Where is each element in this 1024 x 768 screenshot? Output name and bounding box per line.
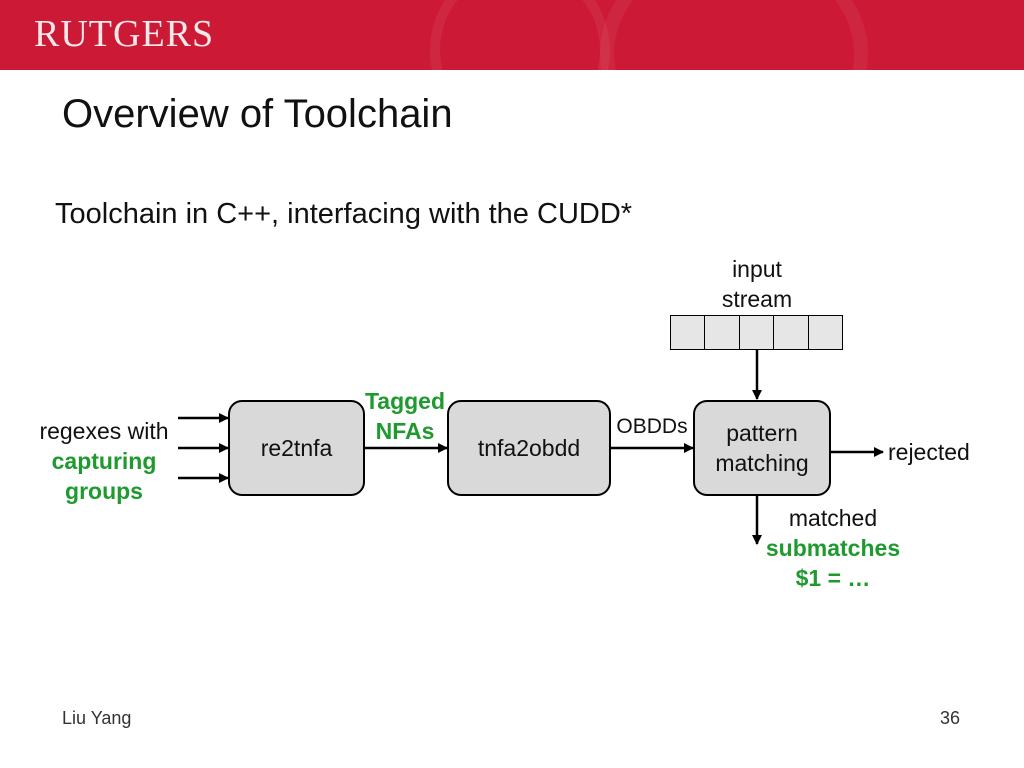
page-number: 36 <box>940 708 961 728</box>
footer-author: Liu Yang <box>62 708 132 728</box>
input-label-capturing: capturing <box>51 448 157 474</box>
submatch-value-label: $1 = … <box>795 565 871 591</box>
slide-title: Overview of Toolchain <box>62 92 453 136</box>
obdds-label: OBDDs <box>616 415 688 438</box>
re2tnfa-label: re2tnfa <box>260 435 333 461</box>
slide-subtitle: Toolchain in C++, interfacing with the C… <box>55 198 633 230</box>
stream-cell <box>808 316 843 349</box>
input-label-regexes: regexes with <box>39 418 169 444</box>
rejected-label: rejected <box>888 439 970 465</box>
tagged-label: Tagged <box>364 388 446 414</box>
rutgers-logo: RUTGERS <box>34 13 215 55</box>
matched-label: matched <box>788 505 878 531</box>
re2tnfa-box: re2tnfa <box>228 400 365 496</box>
input-stream-label-1: input <box>732 256 782 282</box>
pattern-label: pattern <box>726 420 798 446</box>
tnfa2obdd-box: tnfa2obdd <box>447 400 611 496</box>
stream-cell <box>705 316 740 349</box>
input-label-groups: groups <box>65 478 143 504</box>
pattern-matching-box: pattern matching <box>693 400 831 496</box>
header-banner: RUTGERS <box>0 0 1024 70</box>
stream-cell <box>739 316 775 349</box>
stream-cell <box>774 316 809 349</box>
input-stream <box>670 315 843 350</box>
tnfa2obdd-label: tnfa2obdd <box>477 435 581 461</box>
submatches-label: submatches <box>765 535 901 561</box>
input-stream-label-2: stream <box>721 286 793 312</box>
stream-cell <box>671 316 706 349</box>
nfas-label: NFAs <box>375 418 435 444</box>
matching-label: matching <box>715 450 809 476</box>
